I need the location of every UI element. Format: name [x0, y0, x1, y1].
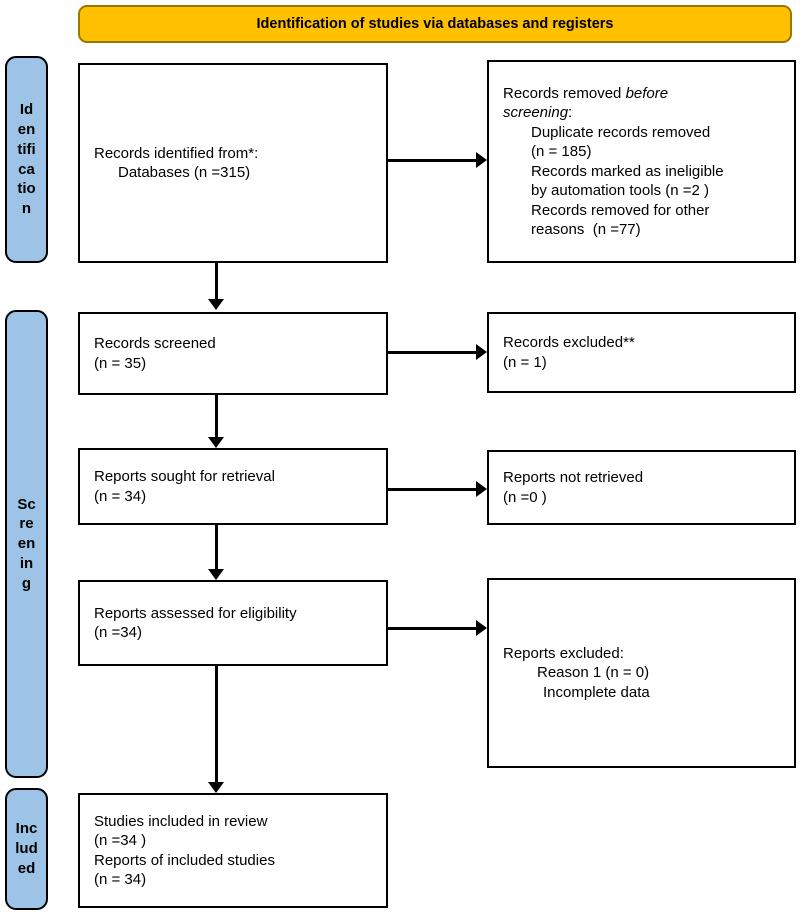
arrow-shaft: [388, 350, 478, 354]
arrow-shaft: [214, 525, 218, 571]
banner-title: Identification of studies via databases …: [78, 5, 792, 43]
arrow-screened-to-excluded: [388, 344, 487, 360]
arrow-shaft: [388, 158, 478, 162]
stage-label-identification: Id en tifi ca tio n: [5, 56, 48, 263]
box-reports-excluded: Reports excluded: Reason 1 (n = 0) Incom…: [487, 578, 796, 768]
stage-label-included: Inc lud ed: [5, 788, 48, 910]
records-identified-line1: Records identified from*:: [94, 144, 259, 162]
records-identified-line2: Databases (n =315): [118, 164, 251, 181]
arrow-identified-to-removed: [388, 152, 487, 168]
box-records-screened: Records screened (n = 35): [78, 312, 388, 395]
box-records-excluded: Records excluded** (n = 1): [487, 312, 796, 393]
arrowhead-down-icon: [208, 569, 224, 580]
box-reports-assessed: Reports assessed for eligibility (n =34): [78, 580, 388, 666]
arrowhead-right-icon: [476, 152, 487, 168]
box-records-identified: Records identified from*: Databases (n =…: [78, 63, 388, 263]
arrow-assessed-to-reports-excluded: [388, 620, 487, 636]
arrow-shaft: [388, 626, 478, 630]
box-studies-included: Studies included in review (n =34 ) Repo…: [78, 793, 388, 908]
arrowhead-right-icon: [476, 481, 487, 497]
box-reports-not-retrieved: Reports not retrieved (n =0 ): [487, 450, 796, 525]
arrow-identified-to-screened: [208, 263, 224, 310]
reports-excluded-reason1: Reason 1 (n = 0): [537, 664, 650, 682]
box-reports-sought: Reports sought for retrieval (n = 34): [78, 448, 388, 525]
records-removed-item-automation: Records marked as ineligible by automati…: [531, 162, 724, 200]
arrow-screened-to-sought: [208, 395, 224, 448]
records-removed-heading: Records removed before screening:: [503, 84, 786, 123]
box-records-removed: Records removed before screening: Duplic…: [487, 60, 796, 263]
arrow-shaft: [214, 666, 218, 784]
arrow-assessed-to-included: [208, 666, 224, 793]
arrowhead-right-icon: [476, 620, 487, 636]
arrowhead-down-icon: [208, 437, 224, 448]
arrow-shaft: [388, 487, 478, 491]
arrowhead-down-icon: [208, 782, 224, 793]
stage-label-screening: Sc re en in g: [5, 310, 48, 778]
records-removed-item-duplicates: Duplicate records removed (n = 185): [531, 123, 711, 161]
arrow-shaft: [214, 395, 218, 439]
arrow-sought-to-assessed: [208, 525, 224, 580]
records-removed-lead: Records removed: [503, 84, 626, 102]
reports-excluded-heading: Reports excluded:: [503, 644, 624, 662]
arrowhead-right-icon: [476, 344, 487, 360]
reports-excluded-reason2: Incomplete data: [543, 683, 650, 701]
arrow-sought-to-not-retrieved: [388, 481, 487, 497]
records-removed-colon: :: [568, 104, 573, 121]
records-removed-item-other: Records removed for other reasons (n =77…: [531, 201, 710, 239]
records-removed-lead-italic: before screening: [503, 84, 669, 122]
arrowhead-down-icon: [208, 299, 224, 310]
arrow-shaft: [214, 263, 218, 301]
